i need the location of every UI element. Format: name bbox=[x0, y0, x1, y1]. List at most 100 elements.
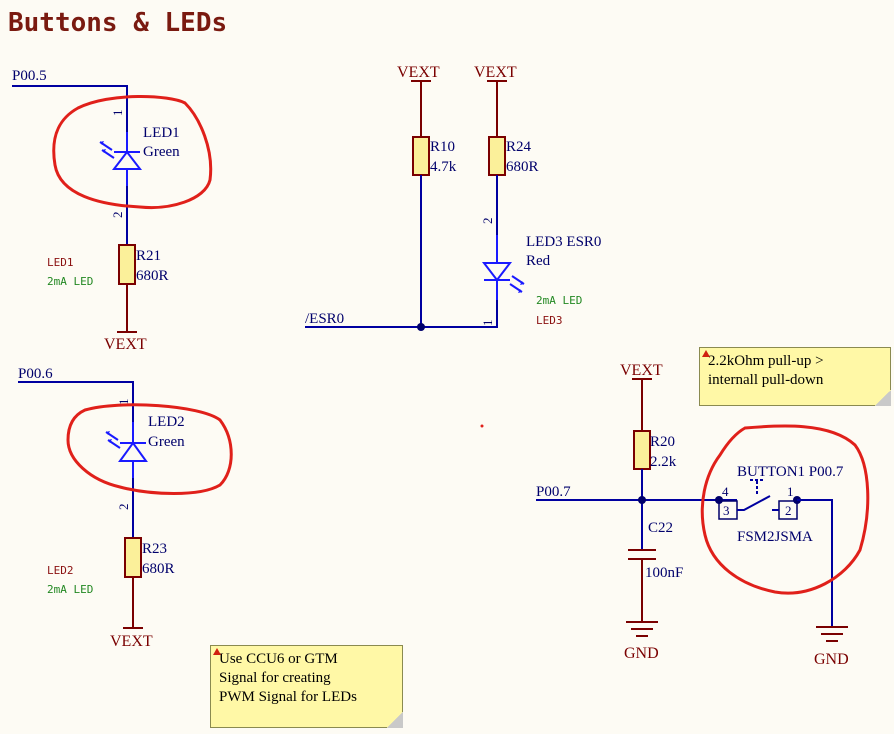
gnd-button-symbol bbox=[816, 626, 848, 642]
r20-body bbox=[633, 430, 651, 470]
note-pullup-line1: 2.2kOhm pull-up > bbox=[708, 353, 824, 369]
r23-ref: R23 bbox=[142, 541, 167, 557]
c22-plates bbox=[628, 549, 656, 560]
junction-p007 bbox=[638, 496, 646, 504]
wire-p006 bbox=[18, 381, 134, 422]
vext-r24-symbol bbox=[487, 80, 507, 137]
led2-symbol bbox=[105, 422, 148, 478]
led2-highlight-circle bbox=[66, 403, 233, 495]
led2-ref: LED2 bbox=[148, 414, 185, 430]
note-fold-icon bbox=[875, 390, 891, 406]
sheet-title: Buttons & LEDs bbox=[8, 8, 227, 38]
vext-r10-label: VEXT bbox=[397, 64, 440, 81]
c22-value: 100nF bbox=[645, 565, 683, 581]
wire-button-gnd bbox=[797, 499, 833, 627]
button1-part: FSM2JSMA bbox=[737, 529, 813, 545]
gnd-button-label: GND bbox=[814, 651, 849, 668]
note-pwm: Use CCU6 or GTM Signal for creating PWM … bbox=[210, 645, 403, 728]
note-pwm-line1: Use CCU6 or GTM bbox=[219, 651, 338, 667]
led1-symbol bbox=[99, 132, 143, 186]
note-flag-icon bbox=[702, 350, 710, 357]
vext-r20-label: VEXT bbox=[620, 362, 663, 379]
button1-pin3: 3 bbox=[723, 503, 730, 518]
button1-pin2: 2 bbox=[785, 503, 792, 518]
net-label-esr0: /ESR0 bbox=[305, 311, 344, 327]
net-label-p006: P00.6 bbox=[18, 366, 53, 382]
led3-ref: LED3 ESR0 bbox=[526, 234, 601, 250]
led2-tag-name: LED2 bbox=[47, 564, 74, 577]
button1-symbol: 4 1 3 2 bbox=[715, 479, 801, 520]
junction-esr0 bbox=[417, 323, 425, 331]
note-fold-icon bbox=[387, 712, 403, 728]
led1-ref: LED1 bbox=[143, 125, 180, 141]
button1-actuator bbox=[750, 479, 764, 494]
r24-ref: R24 bbox=[506, 139, 532, 155]
r20-ref: R20 bbox=[650, 434, 675, 450]
led3-value: Red bbox=[526, 253, 551, 269]
r24-value: 680R bbox=[506, 159, 539, 175]
button1-pin4: 4 bbox=[722, 484, 729, 499]
r23-body bbox=[124, 537, 142, 578]
gnd-c22-label: GND bbox=[624, 645, 659, 662]
note-flag-icon bbox=[213, 648, 221, 655]
led2-value: Green bbox=[148, 434, 185, 450]
button1-contact bbox=[737, 495, 779, 511]
led2-triangle bbox=[118, 441, 148, 462]
button1-pin4-dot bbox=[715, 496, 723, 504]
button-circuit: VEXT R20 2.2k P00.7 C22 100nF GND 4 1 3 … bbox=[536, 362, 870, 668]
led3-pin2: 2 bbox=[480, 218, 495, 225]
led3-tag-name: LED3 bbox=[536, 314, 563, 327]
led2-arrow-heads bbox=[106, 431, 112, 443]
note-pullup-line2: internall pull-down bbox=[708, 372, 824, 388]
vext-led1-symbol bbox=[117, 284, 137, 333]
net-label-p005: P00.5 bbox=[12, 68, 47, 84]
vext-led2-symbol bbox=[123, 577, 143, 629]
vext-led2-label: VEXT bbox=[110, 633, 153, 650]
wire-led3-esr0 bbox=[305, 300, 498, 328]
led1-tag-current: 2mA LED bbox=[47, 275, 93, 288]
r10-value: 4.7k bbox=[430, 159, 457, 175]
led1-circuit: P00.5 1 LED1 Green 2 R21 680R VEXT LED1 … bbox=[12, 68, 213, 353]
r21-value: 680R bbox=[136, 268, 169, 284]
note-pwm-line2: Signal for creating bbox=[219, 670, 331, 686]
c22-ref: C22 bbox=[648, 520, 673, 536]
led1-arrow-heads bbox=[100, 141, 106, 153]
led1-highlight-circle bbox=[52, 95, 213, 210]
button-highlight-circle bbox=[700, 424, 870, 595]
led1-value: Green bbox=[143, 144, 180, 160]
led1-pin2: 2 bbox=[110, 212, 125, 219]
led3-triangle bbox=[481, 262, 513, 282]
note-pullup: 2.2kOhm pull-up > internall pull-down bbox=[699, 347, 891, 406]
net-label-p007: P00.7 bbox=[536, 484, 571, 500]
led3-pin1: 1 bbox=[480, 320, 495, 327]
wire-p005 bbox=[12, 85, 128, 132]
r10-ref: R10 bbox=[430, 139, 455, 155]
vext-led1-label: VEXT bbox=[104, 336, 147, 353]
vext-r20-symbol bbox=[632, 378, 652, 431]
esr0-circuit: VEXT R10 4.7k VEXT R24 680R 2 LED3 ESR0 … bbox=[305, 64, 601, 331]
r10-body bbox=[412, 136, 430, 176]
led3-symbol bbox=[481, 235, 525, 300]
r21-ref: R21 bbox=[136, 248, 161, 264]
led1-triangle bbox=[111, 150, 143, 170]
gnd-c22-symbol bbox=[626, 621, 658, 637]
vext-r10-symbol bbox=[411, 80, 431, 137]
button1-pin1: 1 bbox=[787, 484, 794, 499]
led1-tag-name: LED1 bbox=[47, 256, 74, 269]
led2-circuit: P00.6 1 LED2 Green 2 R23 680R VEXT LED2 … bbox=[18, 366, 233, 650]
button1-ref: BUTTON1 P00.7 bbox=[737, 464, 844, 480]
led2-tag-current: 2mA LED bbox=[47, 583, 93, 596]
vext-r24-label: VEXT bbox=[474, 64, 517, 81]
led3-tag-current: 2mA LED bbox=[536, 294, 582, 307]
r21-body bbox=[118, 244, 136, 285]
r20-value: 2.2k bbox=[650, 454, 677, 470]
note-pwm-line3: PWM Signal for LEDs bbox=[219, 689, 357, 705]
led2-pin2: 2 bbox=[116, 504, 131, 511]
r23-value: 680R bbox=[142, 561, 175, 577]
stray-mark bbox=[480, 424, 484, 428]
r24-body bbox=[488, 136, 506, 176]
led3-arrow-heads bbox=[518, 281, 524, 293]
led2-pin1: 1 bbox=[116, 399, 131, 406]
